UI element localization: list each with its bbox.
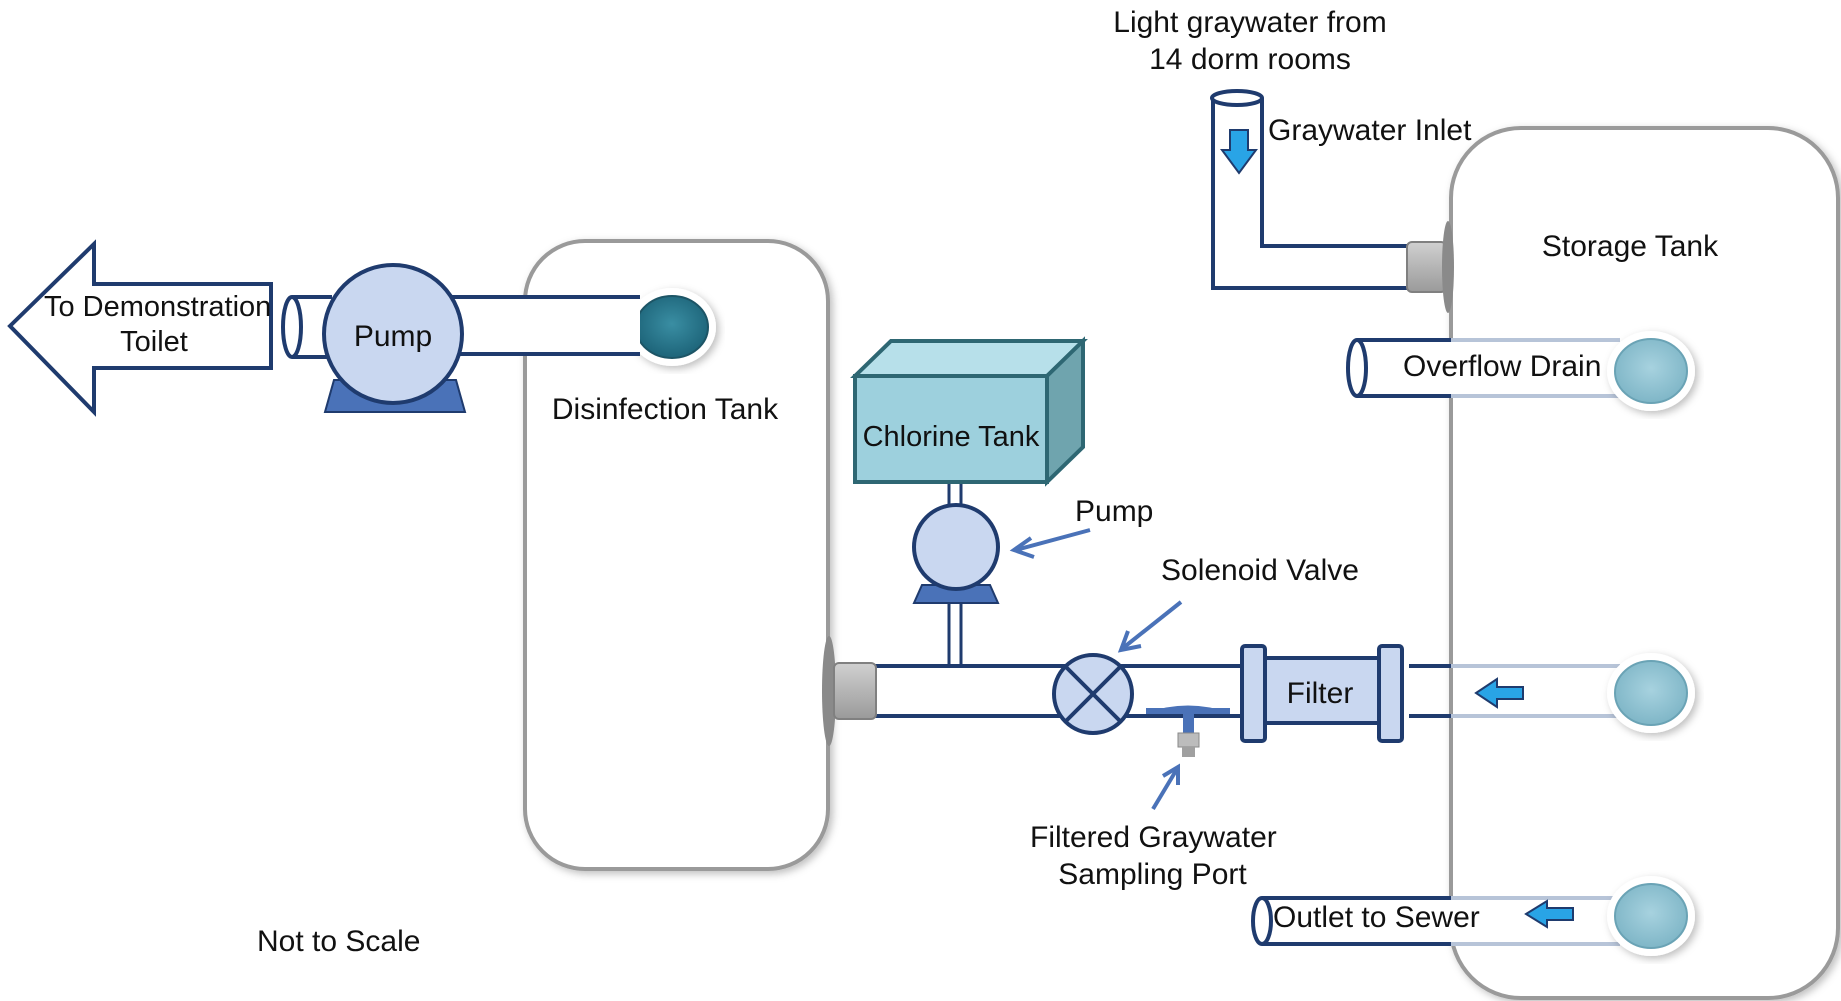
filter-outlet-port bbox=[1607, 653, 1695, 733]
filter bbox=[1240, 644, 1404, 743]
valve-pointer-arrow bbox=[1117, 600, 1183, 653]
arrow-down-icon bbox=[1220, 129, 1258, 175]
to-toilet-arrow bbox=[7, 239, 273, 417]
sampling-port-valve bbox=[1146, 705, 1230, 757]
overflow-drain-pipe bbox=[1346, 338, 1620, 398]
filter-label: Filter bbox=[1286, 677, 1354, 710]
sewer-outlet-pipe bbox=[1251, 896, 1620, 946]
not-to-scale-note: Not to Scale bbox=[257, 925, 421, 958]
overflow-port bbox=[1607, 331, 1695, 411]
sampling-port-label: Filtered Graywater Sampling Port bbox=[1030, 820, 1277, 893]
tank-outlet-fitting bbox=[833, 662, 877, 720]
graywater-inlet-label: Graywater Inlet bbox=[1268, 114, 1472, 147]
pump-pointer-arrow bbox=[1009, 528, 1091, 559]
to-toilet-label-line2: Toilet bbox=[120, 326, 188, 359]
arrow-left-icon bbox=[1474, 677, 1524, 709]
outlet-to-sewer-label: Outlet to Sewer bbox=[1273, 901, 1480, 934]
disinfection-tank bbox=[523, 239, 830, 871]
pump-icon bbox=[912, 503, 1000, 604]
overflow-drain-label: Overflow Drain bbox=[1403, 350, 1602, 383]
filter-inlet-pipe bbox=[1409, 664, 1620, 718]
graywater-inlet-pipe bbox=[1210, 89, 1412, 290]
graywater-source-label: Light graywater from 14 dorm rooms bbox=[1110, 5, 1390, 78]
to-toilet-label: To Demonstration Toilet bbox=[44, 290, 272, 361]
storage-tank-label: Storage Tank bbox=[1541, 230, 1719, 263]
pump-icon bbox=[322, 263, 467, 413]
supply-pipe bbox=[430, 295, 640, 356]
disinfection-tank-label: Disinfection Tank bbox=[551, 393, 779, 426]
graywater-source-label-line2: 14 dorm rooms bbox=[1149, 42, 1351, 76]
disinfection-tank-port bbox=[628, 288, 716, 366]
sampling-port-label-line2: Sampling Port bbox=[1058, 857, 1247, 891]
graywater-source-label-line1: Light graywater from bbox=[1113, 6, 1387, 39]
main-pump-label: Pump bbox=[353, 320, 433, 353]
chlorine-pump-label: Pump bbox=[1075, 495, 1154, 528]
solenoid-valve-label: Solenoid Valve bbox=[1161, 554, 1359, 587]
valve-icon bbox=[1052, 653, 1134, 735]
to-toilet-label-line1: To Demonstration bbox=[44, 291, 272, 323]
chlorine-tank bbox=[850, 336, 1088, 487]
inlet-gasket bbox=[1442, 221, 1454, 313]
chlorine-tank-label: Chlorine Tank bbox=[862, 421, 1040, 453]
tank-outlet-gasket bbox=[822, 636, 836, 746]
sampling-pointer-arrow bbox=[1151, 763, 1180, 811]
arrow-left-icon bbox=[1524, 899, 1574, 929]
sewer-outlet-port bbox=[1607, 876, 1695, 956]
storage-tank bbox=[1449, 126, 1840, 1000]
sampling-port-label-line1: Filtered Graywater bbox=[1030, 821, 1277, 854]
inlet-fitting bbox=[1406, 241, 1447, 293]
